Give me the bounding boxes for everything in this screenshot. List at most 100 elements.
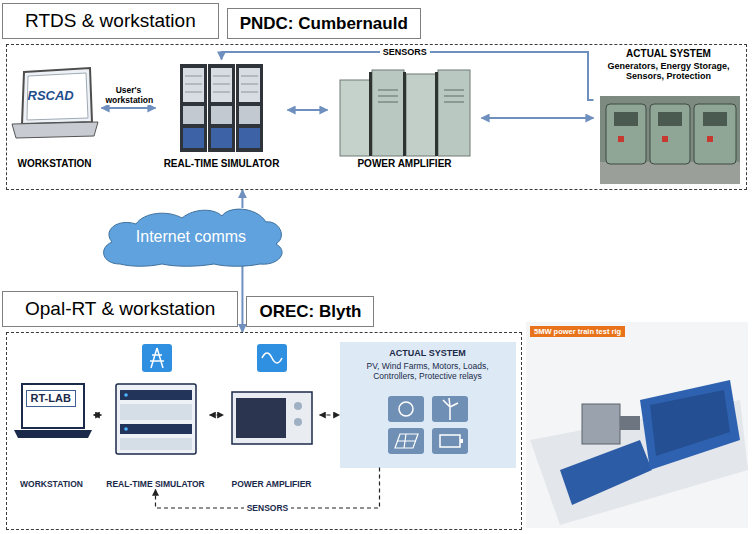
amplifier-illustration-part xyxy=(262,353,282,363)
actual-system-photo-part xyxy=(600,96,740,184)
power-amplifier-illustration-part xyxy=(438,70,470,156)
node-label: WORKSTATION xyxy=(8,158,102,170)
edge-label: SENSORS xyxy=(244,503,292,513)
laptop-illustration-part xyxy=(27,73,88,120)
edge-label-holder: User's workstation xyxy=(103,85,155,105)
node-label: REAL-TIME SIMULATOR xyxy=(102,479,210,489)
test-rig-illustration-part xyxy=(650,390,730,456)
simulator-illustration-part xyxy=(116,384,196,454)
amplifier-illustration-part xyxy=(294,418,302,426)
actual-system-panel-part xyxy=(432,396,468,422)
amplifier-node: POWER AMPLIFIER xyxy=(224,342,320,490)
node-label: Generators, Energy Storage, Sensors, Pro… xyxy=(594,61,744,83)
simulator-illustration-part xyxy=(124,427,128,431)
simulator-rack-illustration-part xyxy=(236,64,263,152)
node-label: ACTUAL SYSTEM xyxy=(340,348,516,359)
simulator-node: REAL-TIME SIMULATOR xyxy=(102,342,210,490)
simulator-rack-illustration-part xyxy=(211,68,232,102)
actual-system-panel-part xyxy=(395,434,418,448)
edge-label: User's workstation xyxy=(103,85,155,105)
power-amplifier-illustration-part xyxy=(378,90,464,102)
simulator-rack-illustration-part xyxy=(239,106,260,124)
heading-row: RTDS & workstation PNDC: Cumbernauld xyxy=(2,3,421,39)
simulator-illustration-part xyxy=(120,390,192,400)
site-region: Opal-RT & workstationOREC: BlythRT-LABWO… xyxy=(6,332,522,530)
actual-system-panel-part xyxy=(399,402,413,416)
actual-system-panel-part xyxy=(388,428,424,454)
laptop-illustration-part xyxy=(12,122,98,138)
actual-system-photo-part xyxy=(600,162,740,184)
laptop-illustration-part xyxy=(22,68,92,124)
image-caption-holder: 5MW power train test rig xyxy=(530,326,625,337)
actual-system-photo-part xyxy=(606,104,646,164)
simulator-illustration-part xyxy=(120,438,192,450)
simulator-rack-illustration-part xyxy=(180,64,207,152)
node-label: PV, Wind Farms, Motors, Loads, Controlle… xyxy=(340,361,516,381)
image-caption: 5MW power train test rig xyxy=(530,326,625,337)
laptop-illustration-part xyxy=(22,384,84,428)
workstation-node: RSCAD WORKSTATION xyxy=(8,64,102,170)
internet-cloud: Internet comms xyxy=(96,208,286,266)
test-rig-illustration-part xyxy=(560,440,652,505)
actual-system-panel-part xyxy=(388,396,424,422)
connector-arrow xyxy=(94,414,102,415)
simulator-illustration-part xyxy=(120,424,192,434)
test-rig-illustration-part xyxy=(640,380,740,470)
amplifier-illustration xyxy=(232,344,312,444)
test-rig-illustration-part xyxy=(582,404,620,444)
simulator-rack-illustration-part xyxy=(239,68,260,102)
node-label: WORKSTATION xyxy=(10,479,94,489)
site-region: RTDS & workstationPNDC: CumbernauldRSCAD… xyxy=(6,44,747,190)
amplifier-illustration-part xyxy=(294,402,302,410)
actual-system-panel-part xyxy=(460,439,463,443)
power-amplifier-illustration-part xyxy=(403,72,406,156)
simulator-illustration-part xyxy=(150,348,164,368)
actual-system-photo-part xyxy=(658,112,682,126)
amplifier-illustration-part xyxy=(232,392,312,444)
simulator-illustration-part xyxy=(124,393,128,397)
connector-arrow xyxy=(102,107,156,109)
simulator-illustration-part xyxy=(120,404,192,420)
actual-system-photo-part xyxy=(694,104,736,164)
test-rig-illustration-part xyxy=(526,322,748,528)
node-label: RSCAD xyxy=(28,88,74,104)
site-heading: Opal-RT & workstation xyxy=(2,291,238,327)
node-label: RT-LAB xyxy=(26,390,76,407)
site-heading: OREC: Blyth xyxy=(246,296,374,327)
node-label: POWER AMPLIFIER xyxy=(224,479,320,489)
actual-system-photo-part xyxy=(662,136,668,142)
amplifier-illustration-part xyxy=(236,398,286,438)
amplifier-illustration-part xyxy=(257,344,287,372)
simulator-rack-illustration-part xyxy=(208,64,235,152)
laptop-illustration xyxy=(14,384,92,438)
test-rig-illustration-part xyxy=(620,416,640,430)
edge-label-holder: SENSORS xyxy=(244,503,292,513)
simulator-rack-illustration-part xyxy=(183,106,204,124)
node-label: REAL-TIME SIMULATOR xyxy=(156,158,288,170)
site-heading: PNDC: Cumbernauld xyxy=(227,8,421,39)
amplifier-node: POWER AMPLIFIER xyxy=(328,66,482,170)
edge-label: SENSORS xyxy=(380,47,430,58)
actual-system-photo xyxy=(600,96,740,184)
actual-system-panel-part xyxy=(432,428,468,454)
actual-system-photo-part xyxy=(707,136,713,142)
connector-arrow xyxy=(241,266,243,332)
power-amplifier-illustration-part xyxy=(406,74,436,156)
simulator-illustration xyxy=(116,344,196,454)
actual-system-photo-part xyxy=(650,104,690,164)
power-amplifier-illustration xyxy=(340,70,470,156)
connector-arrow xyxy=(320,414,340,415)
actual-system-panel-part xyxy=(440,435,460,447)
simulator-rack-illustration xyxy=(180,64,263,152)
simulator-rack-illustration-part xyxy=(183,128,204,148)
actual-system-node: ACTUAL SYSTEMGenerators, Energy Storage,… xyxy=(594,48,744,186)
simulator-illustration-part xyxy=(142,344,172,372)
edge-label-holder: SENSORS xyxy=(380,47,430,58)
node-label: ACTUAL SYSTEM xyxy=(594,48,744,60)
laptop-illustration xyxy=(12,68,98,138)
workstation-node: RT-LAB WORKSTATION xyxy=(10,378,94,490)
site-heading: RTDS & workstation xyxy=(2,3,219,39)
simulator-rack-illustration-part xyxy=(211,106,232,124)
actual-system-photo-part xyxy=(614,112,638,126)
